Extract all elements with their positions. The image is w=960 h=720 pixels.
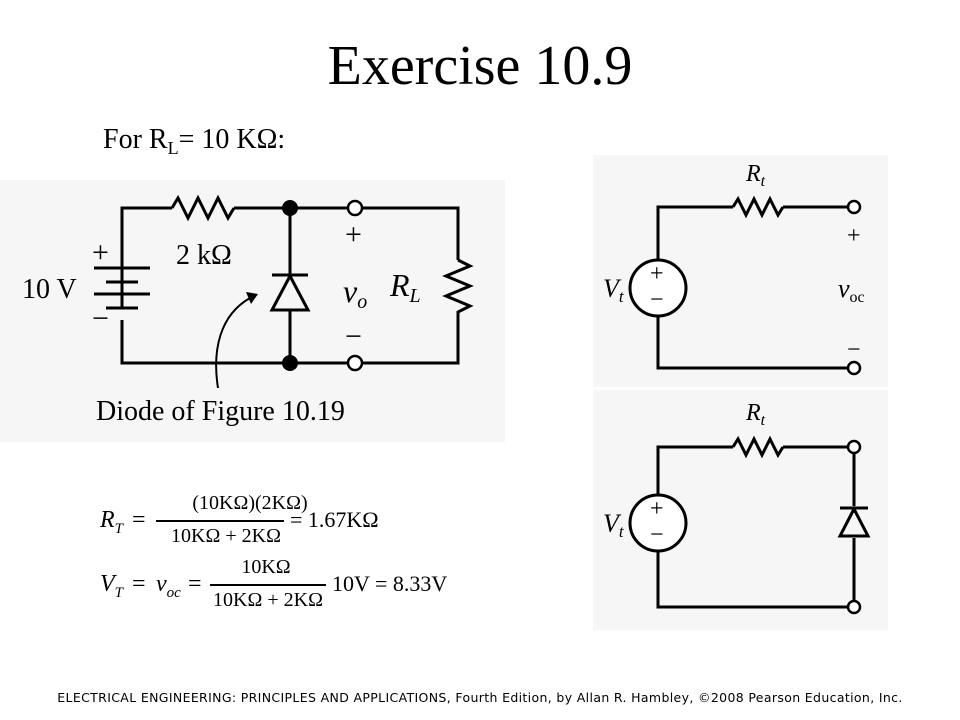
load-condition-label: For RL= 10 KΩ:	[103, 124, 286, 158]
open-circuit-voltage-subscript: oc	[850, 289, 865, 306]
thevenin-source-label: Vt	[603, 509, 625, 541]
output-voltage-label: vo	[343, 273, 367, 313]
output-voltage-symbol: v	[343, 273, 358, 309]
thevenin-source-label: Vt	[603, 274, 625, 306]
load-resistor-label: RL	[389, 267, 421, 307]
rt-result: = 1.67KΩ	[290, 507, 379, 532]
load-condition-suffix: = 10 KΩ:	[178, 124, 286, 155]
thevenin-source-subscript: t	[619, 522, 625, 541]
diode-pointer-arrow	[215, 297, 251, 389]
vt-lhs-symbol: V	[100, 571, 115, 597]
series-resistor-label: 2 kΩ	[176, 240, 232, 271]
output-plus-sign: +	[345, 218, 362, 251]
thevenin-resistor-label: Rt	[745, 400, 766, 429]
original-circuit-panel	[0, 180, 505, 442]
thevenin-diode-circuit-diagram: + − Rt Vt	[603, 400, 871, 615]
rt-fraction-bar	[156, 520, 284, 522]
thevenin-resistor-symbol: R	[745, 161, 761, 187]
thevenin-source-symbol: V	[603, 274, 622, 303]
load-resistor-symbol: R	[389, 267, 410, 303]
source-minus-sign: −	[92, 302, 109, 335]
thevenin-voltage-equation: VT = voc = 10KΩ 10KΩ + 2KΩ 10V = 8.33V	[100, 556, 460, 616]
vt-mid: voc	[156, 571, 181, 602]
load-resistor-subscript: L	[409, 285, 421, 307]
rt-denominator: 10KΩ + 2KΩ	[171, 525, 281, 547]
open-circuit-voltage-label: voc	[838, 274, 865, 306]
vt-mid-subscript: oc	[166, 584, 181, 601]
thevenin-open-circuit-diagram: + − + − Rt Vt voc	[603, 161, 865, 376]
diode-symbol	[837, 505, 871, 538]
thevenin-resistor-symbol: R	[745, 400, 761, 426]
open-terminal-bottom	[846, 360, 862, 376]
vt-lhs-subscript: T	[114, 584, 124, 601]
diode-terminal-top	[846, 439, 862, 455]
output-terminal-bottom	[346, 354, 364, 372]
battery-symbol	[94, 266, 150, 310]
output-voltage-subscript: o	[357, 291, 367, 313]
thevenin-resistance-equation: RT = (10KΩ)(2KΩ) 10KΩ + 2KΩ = 1.67KΩ	[100, 492, 420, 552]
load-condition-subscript: L	[167, 138, 179, 158]
copyright-footer: ELECTRICAL ENGINEERING: PRINCIPLES AND A…	[57, 690, 903, 705]
rt-equals: =	[132, 507, 146, 533]
thevenin-source	[628, 258, 688, 318]
open-circuit-voltage-symbol: v	[838, 274, 850, 303]
vt-mid-symbol: v	[156, 571, 167, 597]
vt-denominator: 10KΩ + 2KΩ	[213, 589, 323, 611]
output-plus-sign: +	[847, 223, 861, 249]
thevenin-resistor	[731, 435, 785, 459]
open-terminal-top	[846, 199, 862, 215]
vt-result: 10V = 8.33V	[332, 571, 448, 596]
junction-node-bottom	[282, 355, 298, 371]
thevenin-resistor-label: Rt	[745, 161, 766, 190]
source-minus-sign: −	[650, 287, 664, 313]
source-minus-sign: −	[650, 522, 664, 548]
vt-equals-first: =	[132, 571, 146, 597]
source-plus-sign: +	[92, 236, 109, 269]
diode-terminal-bottom	[846, 599, 862, 615]
rt-lhs: RT	[100, 507, 123, 538]
output-terminal-top	[346, 199, 364, 217]
original-circuit-diagram: + − 10 V 2 kΩ + − vo RL Diode of Figure …	[22, 194, 474, 427]
load-resistor	[442, 258, 474, 320]
vt-lhs: VT	[100, 571, 123, 602]
load-condition-prefix: For R	[103, 124, 168, 155]
series-resistor	[170, 194, 236, 222]
thevenin-resistor	[731, 195, 785, 219]
vt-numerator: 10KΩ	[241, 556, 291, 578]
thevenin-source-symbol: V	[603, 509, 622, 538]
source-plus-sign: +	[650, 496, 664, 522]
diode-caption: Diode of Figure 10.19	[96, 396, 345, 427]
thevenin-source	[628, 493, 688, 553]
thevenin-resistor-subscript: t	[761, 412, 766, 429]
vt-fraction-bar	[210, 584, 326, 586]
thevenin-resistor-subscript: t	[761, 173, 766, 190]
output-minus-sign: −	[345, 320, 362, 353]
output-minus-sign: −	[847, 337, 861, 363]
rt-numerator: (10KΩ)(2KΩ)	[192, 492, 308, 514]
source-voltage-label: 10 V	[22, 274, 77, 305]
vt-equals-second: =	[188, 571, 202, 597]
source-plus-sign: +	[650, 261, 664, 287]
thevenin-source-subscript: t	[619, 287, 625, 306]
rt-lhs-subscript: T	[114, 520, 124, 537]
rt-lhs-symbol: R	[100, 507, 115, 533]
slide-title: Exercise 10.9	[327, 35, 633, 97]
junction-node-top	[282, 200, 298, 216]
diode-symbol	[269, 272, 311, 312]
